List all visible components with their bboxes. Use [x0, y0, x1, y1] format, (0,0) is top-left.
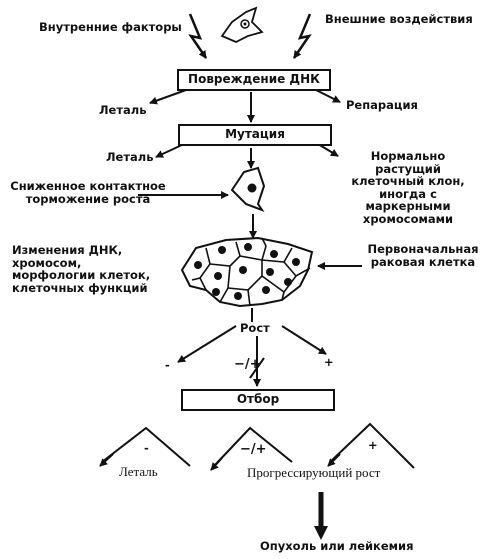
label-dna-changes: Изменения ДНК, хромосом, морфологии клет…	[12, 243, 151, 295]
arrow-growth-right	[281, 325, 327, 355]
cancer-cell-cluster-icon	[180, 236, 314, 308]
arrow-lethal-1	[149, 89, 187, 105]
mutated-cell-icon	[230, 166, 266, 213]
label-internal-factors: Внутренние факторы	[39, 20, 182, 34]
label-external-influences: Внешние воздействия	[325, 12, 473, 26]
label-lethal-1: Леталь	[99, 103, 147, 117]
top-cell-icon	[220, 6, 264, 43]
mutation-box: Мутация	[178, 124, 332, 146]
label-triangle-plus: +	[368, 438, 378, 452]
label-minus-plus-center: −/+	[234, 357, 261, 372]
label-tumor-or-leukemia: Опухоль или лейкемия	[260, 539, 414, 553]
arrow-growth-left	[177, 325, 237, 363]
triangle-minus-plus	[213, 426, 293, 467]
internal-factor-arrow	[188, 13, 208, 59]
triangle-plus-arrow	[327, 453, 341, 467]
arrow-to-result-head	[314, 526, 328, 540]
triangle-minus	[101, 426, 191, 467]
dna-damage-box: Повреждение ДНК	[177, 69, 331, 91]
label-initial-cancer-cell: Первоначальная раковая клетка	[367, 242, 479, 269]
label-progressive-growth: Прогрессирующий рост	[247, 465, 381, 480]
arrow-lethal-2	[155, 143, 185, 158]
cluster-nuclei	[194, 243, 300, 300]
label-contact-inhibition: Сниженное контактное торможение роста	[10, 179, 166, 206]
label-repair: Репарация	[346, 98, 418, 112]
label-plus-right: +	[324, 355, 334, 369]
label-triangle-minus-plus: −/+	[240, 442, 267, 457]
arrow-normal-clone	[317, 143, 339, 157]
growth-slash	[249, 357, 265, 379]
external-factor-arrow	[292, 13, 312, 59]
triangle-minus-plus-arrow	[210, 457, 223, 471]
label-lethal-bottom: Леталь	[119, 464, 158, 479]
label-triangle-minus: -	[144, 441, 149, 455]
arrow-repair	[315, 89, 341, 103]
selection-box: Отбор	[181, 389, 335, 411]
label-growth: Рост	[240, 321, 270, 335]
triangle-minus-arrow	[99, 453, 114, 467]
label-minus-left: -	[165, 358, 170, 372]
label-lethal-2: Леталь	[106, 150, 154, 164]
triangle-plus	[329, 422, 415, 469]
label-normal-clone: Нормально растущий клеточный клон, иногд…	[351, 149, 465, 226]
